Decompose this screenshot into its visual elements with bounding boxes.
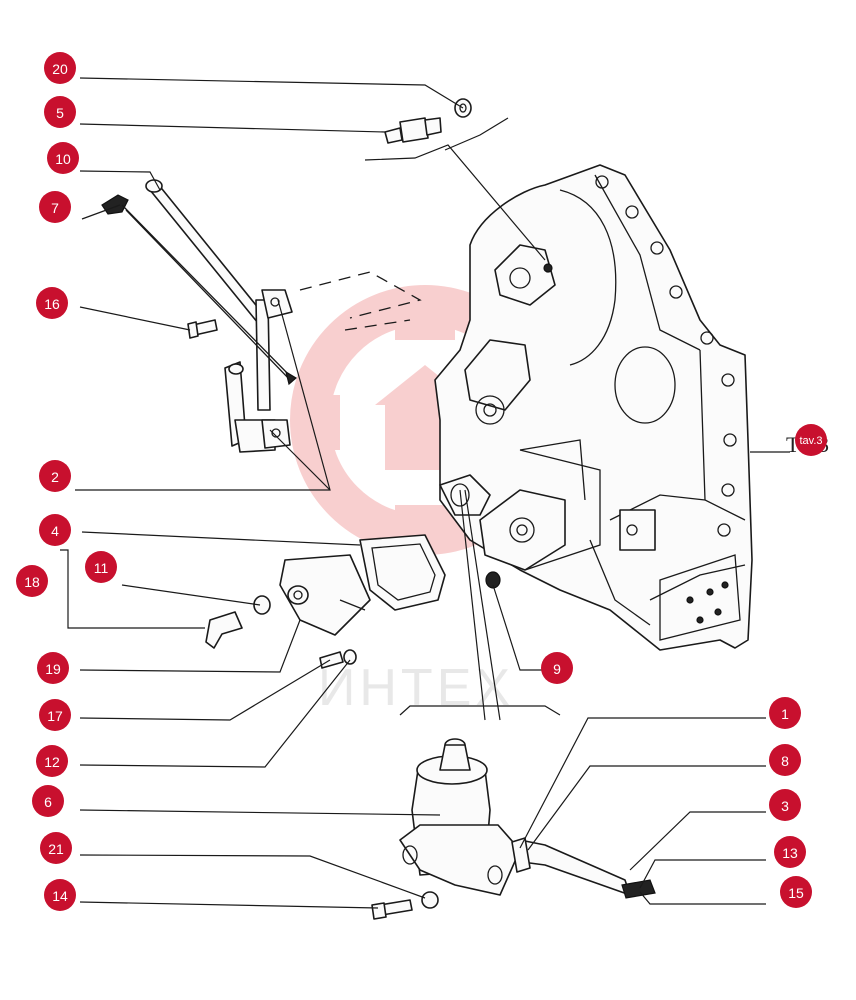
callout-badge-9 — [541, 652, 573, 684]
oil-filter-6 — [399, 738, 521, 896]
cover-19 — [279, 554, 371, 636]
table-reference-label: tav.3 — [799, 435, 822, 447]
callout-badge-15 — [780, 876, 812, 908]
gasket-4 — [359, 534, 446, 611]
dipstick-7 — [101, 194, 298, 386]
callout-badge-12 — [36, 745, 68, 777]
dipstick-tube-10 — [145, 179, 276, 453]
callout-badge-20 — [44, 52, 76, 84]
callout-label-20: 20 — [52, 61, 68, 77]
callout-badge-16 — [36, 287, 68, 319]
callout-label-13: 13 — [782, 845, 798, 861]
callout-badge-11 — [85, 551, 117, 583]
transmission-housing — [434, 164, 753, 651]
callout-badge-13 — [774, 836, 806, 868]
bolt-16 — [187, 319, 218, 339]
fitting-5 — [384, 117, 442, 144]
callout-badge-14 — [44, 879, 76, 911]
bolt-14 — [371, 891, 439, 920]
watermark-text: ИНТЕХ — [318, 659, 514, 717]
callout-badge-5 — [44, 96, 76, 128]
callout-label-2: 2 — [51, 469, 59, 485]
callout-label-11: 11 — [94, 560, 109, 576]
callout-label-4: 4 — [51, 523, 59, 539]
callout-label-8: 8 — [781, 753, 789, 769]
callout-badge-6 — [32, 785, 64, 817]
callout-badge-1 — [769, 697, 801, 729]
callout-label-3: 3 — [781, 798, 789, 814]
callout-label-9: 9 — [553, 661, 561, 677]
pipe-3 — [511, 837, 656, 899]
callout-badge-21 — [40, 832, 72, 864]
callout-label-14: 14 — [52, 888, 68, 904]
table-reference-badge — [795, 424, 827, 456]
callout-label-21: 21 — [48, 841, 64, 857]
callout-label-1: 1 — [781, 706, 789, 722]
callout-label-15: 15 — [788, 885, 804, 901]
bolt-17 — [319, 649, 357, 669]
bracket-upper — [261, 289, 293, 449]
callout-label-18: 18 — [24, 574, 40, 590]
callout-label-6: 6 — [44, 794, 52, 810]
leader-lines — [60, 77, 790, 909]
callout-badge-3 — [769, 789, 801, 821]
callout-badge-10 — [47, 142, 79, 174]
callout-badge-8 — [769, 744, 801, 776]
callout-badge-17 — [39, 699, 71, 731]
callout-badge-2 — [39, 460, 71, 492]
callout-badge-7 — [39, 191, 71, 223]
callout-badge-19 — [37, 652, 69, 684]
elbow-11 — [205, 595, 271, 649]
callout-label-10: 10 — [55, 151, 71, 167]
callout-badge-18 — [16, 565, 48, 597]
callout-label-12: 12 — [44, 754, 60, 770]
callout-label-5: 5 — [56, 105, 64, 121]
nut-9 — [485, 571, 501, 589]
callout-label-17: 17 — [47, 708, 63, 724]
callout-label-19: 19 — [45, 661, 61, 677]
callout-badge-4 — [39, 514, 71, 546]
callout-label-7: 7 — [51, 200, 59, 216]
callout-label-16: 16 — [44, 296, 60, 312]
